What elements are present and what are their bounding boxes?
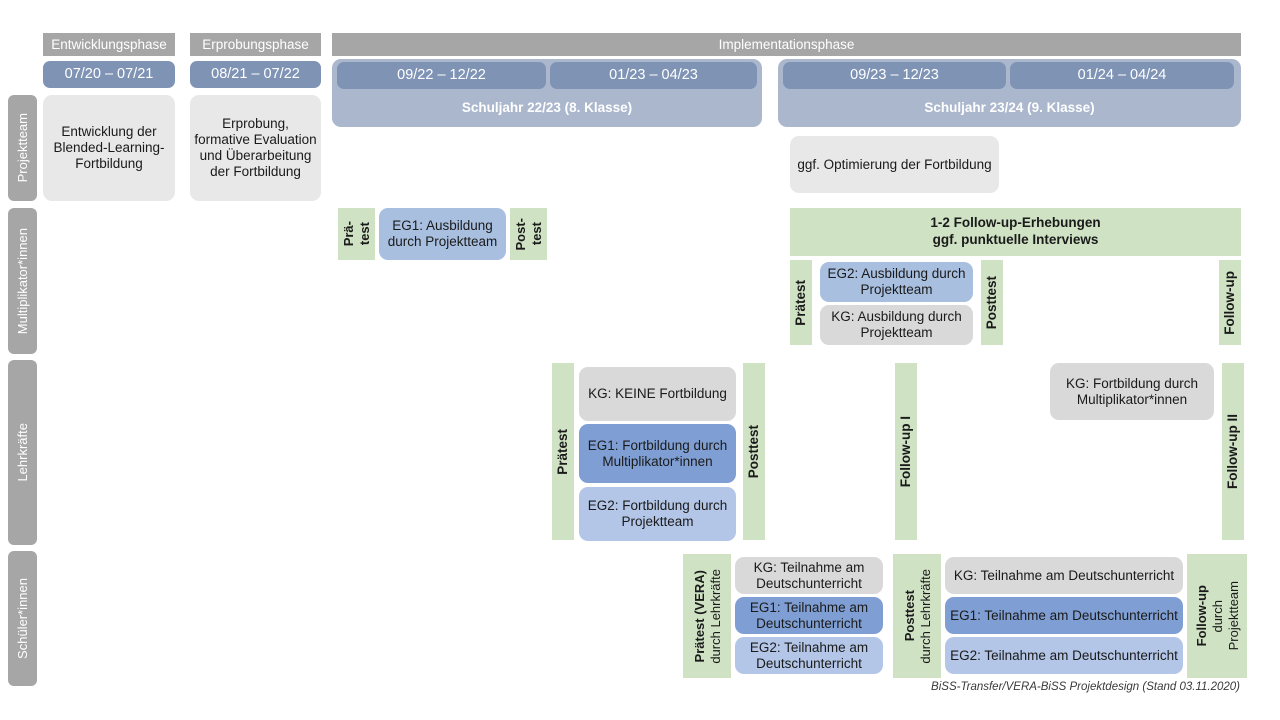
school-year-label: Schuljahr 23/24 (9. Klasse)	[924, 100, 1095, 116]
row-label-projektteam: Projektteam	[8, 95, 37, 201]
card-erprobung-evaluation: Erprobung, formative Evaluation und Über…	[190, 95, 321, 201]
card-eg2-ausbildung-projektteam: EG2: Ausbildung durch Projektteam	[820, 262, 973, 302]
marker-followup-1-lehrkraefte: Follow-up I	[895, 363, 917, 540]
card-eg1-teilnahme-links: EG1: Teilnahme am Deutschunterricht	[735, 597, 883, 634]
school-year-band-2223: 09/22 – 12/22 01/23 – 04/23 Schuljahr 22…	[332, 59, 762, 127]
card-eg2-teilnahme-rechts: EG2: Teilnahme am Deutschunterricht	[945, 637, 1183, 674]
date-chip-0923-1223: 09/23 – 12/23	[783, 62, 1006, 89]
school-year-band-2324: 09/23 – 12/23 01/24 – 04/24 Schuljahr 23…	[778, 59, 1241, 127]
date-chip-0123-0423: 01/23 – 04/23	[550, 62, 757, 89]
footer-source-note: BiSS-Transfer/VERA-BiSS Projektdesign (S…	[931, 681, 1240, 693]
banner-followup-erhebungen: 1-2 Follow-up-Erhebungen ggf. punktuelle…	[790, 208, 1241, 256]
card-eg2-teilnahme-links: EG2: Teilnahme am Deutschunterricht	[735, 637, 883, 674]
row-label-schuelerinnen: Schüler*innen	[8, 551, 37, 686]
phase-bar-entwicklungsphase: Entwicklungsphase	[43, 33, 175, 56]
date-chip-0124-0424: 01/24 – 04/24	[1010, 62, 1234, 89]
phase-bar-implementationsphase: Implementationsphase	[332, 33, 1241, 56]
marker-followup-multiplikatoren: Follow-up	[1219, 260, 1241, 345]
school-year-label: Schuljahr 22/23 (8. Klasse)	[461, 100, 633, 116]
phase-label: Implementationsphase	[718, 36, 855, 52]
marker-praetest-vera-schueler: Prätest (VERA) durch Lehrkräfte	[683, 554, 731, 678]
card-entwicklung-blended-learning: Entwicklung der Blended-Learning-Fortbil…	[43, 95, 175, 201]
card-eg1-ausbildung-projektteam: EG1: Ausbildung durch Projektteam	[379, 208, 506, 260]
phase-bar-erprobungsphase: Erprobungsphase	[190, 33, 321, 56]
phase-label: Erprobungsphase	[202, 36, 309, 52]
date-label: 07/20 – 07/21	[64, 65, 154, 82]
phase-label: Entwicklungsphase	[51, 36, 167, 52]
card-eg1-teilnahme-rechts: EG1: Teilnahme am Deutschunterricht	[945, 597, 1183, 634]
marker-praetest-multiplikatoren-right: Prätest	[790, 260, 812, 345]
date-label: 09/22 – 12/22	[397, 66, 486, 83]
marker-posttest-lehrkraefte: Posttest	[743, 363, 765, 540]
row-label-multiplikatorinnen: Multiplikator*innen	[8, 208, 37, 354]
marker-posttest-multiplikatoren-right: Posttest	[981, 260, 1003, 345]
card-kg-teilnahme-links: KG: Teilnahme am Deutschunterricht	[735, 557, 883, 594]
card-eg2-fortbildung-projektteam: EG2: Fortbildung durch Projektteam	[579, 487, 736, 541]
marker-followup-2-lehrkraefte: Follow-up II	[1222, 363, 1244, 540]
row-label-lehrkraefte: Lehrkräfte	[8, 360, 37, 545]
card-kg-ausbildung-projektteam: KG: Ausbildung durch Projektteam	[820, 305, 973, 345]
card-ggf-optimierung: ggf. Optimierung der Fortbildung	[790, 136, 999, 193]
date-label: 08/21 – 07/22	[211, 65, 300, 82]
banner-line-1: 1-2 Follow-up-Erhebungen	[930, 215, 1101, 231]
marker-followup-schueler: Follow-up durch Projektteam	[1187, 554, 1247, 678]
card-kg-keine-fortbildung: KG: KEINE Fortbildung	[579, 367, 736, 421]
card-kg-teilnahme-rechts: KG: Teilnahme am Deutschunterricht	[945, 557, 1183, 594]
banner-line-2: ggf. punktuelle Interviews	[932, 232, 1099, 247]
date-chip-0720-0721: 07/20 – 07/21	[43, 61, 175, 88]
date-label: 09/23 – 12/23	[850, 66, 939, 83]
date-chip-0922-1222: 09/22 – 12/22	[337, 62, 546, 89]
card-kg-fortbildung-multiplikatoren: KG: Fortbildung durch Multiplikator*inne…	[1050, 363, 1214, 420]
date-chip-0821-0722: 08/21 – 07/22	[190, 61, 321, 88]
marker-posttest-schueler: Posttest durch Lehrkräfte	[893, 554, 941, 678]
marker-praetest-lehrkraefte: Prätest	[552, 363, 574, 540]
marker-praetest-multiplikatoren-left: Prä- test	[338, 208, 375, 260]
date-label: 01/24 – 04/24	[1077, 66, 1167, 83]
marker-posttest-multiplikatoren-left: Post- test	[510, 208, 547, 260]
date-label: 01/23 – 04/23	[609, 66, 698, 83]
card-eg1-fortbildung-multiplikatoren: EG1: Fortbildung durch Multiplikator*inn…	[579, 424, 736, 483]
